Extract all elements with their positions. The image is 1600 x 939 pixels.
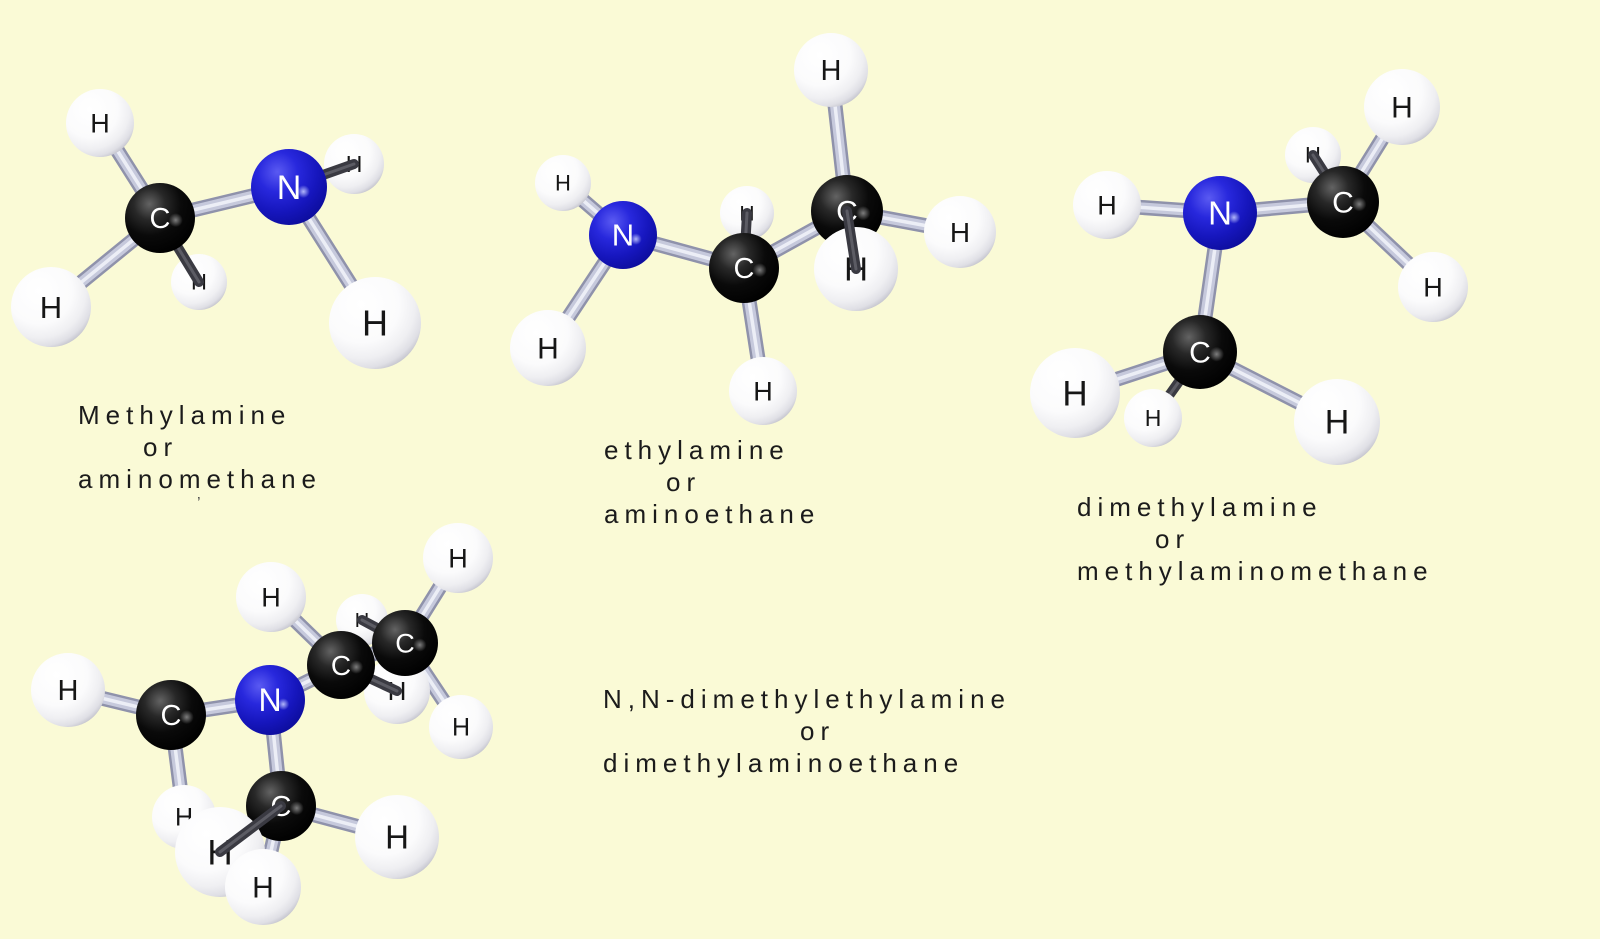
caption-line: or (666, 467, 702, 497)
atom-h (66, 89, 134, 157)
specular-highlight-icon (277, 698, 290, 711)
atom-label-h: H (252, 871, 274, 904)
atom-label-h: H (448, 544, 468, 574)
atom-h (1124, 389, 1182, 447)
atom-n (235, 665, 305, 735)
caption-line: ethylamine (604, 435, 790, 465)
molecule-ethylamine: HHHNCCHHHH (510, 33, 996, 425)
atom-label-n: N (1208, 195, 1232, 232)
atom-c (307, 631, 375, 699)
atom-h (1398, 252, 1468, 322)
atom-label-n: N (277, 169, 302, 207)
atom-c (1163, 315, 1237, 389)
specular-highlight-icon (296, 185, 310, 199)
atom-h (11, 267, 91, 347)
atom-h (355, 795, 439, 879)
atom-label-n: N (258, 682, 281, 718)
caption-line: or (800, 716, 836, 746)
atom-c (136, 680, 206, 750)
atom-label-h: H (385, 818, 409, 855)
atom-h (225, 849, 301, 925)
caption-line: aminoethane (604, 499, 821, 529)
atom-label-h: H (1391, 91, 1413, 124)
atom-h (423, 523, 493, 593)
caption-line: aminomethane (78, 464, 322, 494)
stray-mark: ’ (197, 495, 201, 512)
atom-label-c: C (1332, 186, 1354, 219)
atom-h (1073, 171, 1141, 239)
atom-label-h: H (1062, 374, 1087, 413)
atom-n (1183, 176, 1257, 250)
atom-h (1364, 69, 1440, 145)
atom-label-h: H (58, 675, 79, 707)
atom-label-h: H (90, 108, 110, 138)
specular-highlight-icon (856, 205, 871, 221)
bond-stub (218, 804, 283, 854)
atom-h (535, 155, 591, 211)
specular-highlight-icon (413, 638, 427, 652)
specular-highlight-icon (752, 263, 767, 278)
caption-line: or (1155, 524, 1191, 554)
specular-highlight-icon (1352, 196, 1367, 212)
atom-h (794, 33, 868, 107)
atom-h (31, 653, 105, 727)
caption-line: methylaminomethane (1077, 556, 1434, 586)
atom-label-h: H (1423, 273, 1443, 303)
atom-label-h: H (40, 290, 62, 325)
atom-c (709, 233, 779, 303)
atom-label-h: H (362, 303, 388, 344)
atom-label-h: H (555, 171, 571, 196)
atom-h (429, 695, 493, 759)
atom-label-c: C (150, 203, 171, 235)
atom-c (372, 610, 438, 676)
atom-label-n: N (612, 218, 634, 253)
atom-h (510, 310, 586, 386)
specular-highlight-icon (1209, 346, 1225, 362)
caption-methylamine: Methylamine or aminomethane (78, 399, 322, 495)
atom-label-c: C (734, 253, 755, 285)
atom-label-c: C (161, 700, 182, 732)
atom-h (236, 562, 306, 632)
atom-h (729, 357, 797, 425)
caption-dimethylamine: dimethylamine or methylaminomethane (1077, 491, 1434, 587)
atom-label-h: H (753, 376, 773, 406)
atom-c (1307, 166, 1379, 238)
atom-label-h: H (1097, 190, 1117, 220)
atom-label-h: H (1325, 404, 1350, 442)
bond-stub (845, 209, 858, 271)
atom-label-h: H (452, 714, 470, 742)
caption-line: dimethylaminoethane (603, 748, 965, 778)
atom-h (329, 277, 421, 369)
atom-h (1030, 348, 1120, 438)
atom-label-c: C (395, 628, 415, 658)
atom-n (589, 201, 657, 269)
atom-h (924, 196, 996, 268)
atom-label-h: H (537, 332, 559, 365)
specular-highlight-icon (168, 213, 183, 228)
atom-label-c: C (1189, 337, 1211, 370)
specular-highlight-icon (1227, 211, 1241, 224)
atom-c (125, 183, 195, 253)
atom-label-h: H (1145, 405, 1162, 431)
caption-nn-dimethylethylamine: N,N-dimethylethylamine or dimethylaminoe… (603, 683, 1011, 779)
molecule-n-n-dimethylethylamine: HHHHCCHCNHHCHHH (31, 523, 493, 925)
atom-label-h: H (821, 55, 842, 87)
atom-n (251, 149, 327, 225)
atom-h (1294, 379, 1380, 465)
specular-highlight-icon (349, 660, 364, 674)
caption-ethylamine: ethylamine or aminoethane (604, 434, 820, 530)
atom-label-c: C (331, 650, 351, 681)
atom-label-h: H (261, 583, 281, 613)
caption-line: dimethylamine (1077, 492, 1323, 522)
specular-highlight-icon (630, 233, 642, 245)
specular-highlight-icon (289, 801, 304, 816)
caption-line: N,N-dimethylethylamine (603, 684, 1011, 714)
specular-highlight-icon (179, 710, 194, 725)
caption-line: or (143, 432, 179, 462)
atom-label-h: H (950, 217, 970, 248)
caption-line: Methylamine (78, 400, 292, 430)
